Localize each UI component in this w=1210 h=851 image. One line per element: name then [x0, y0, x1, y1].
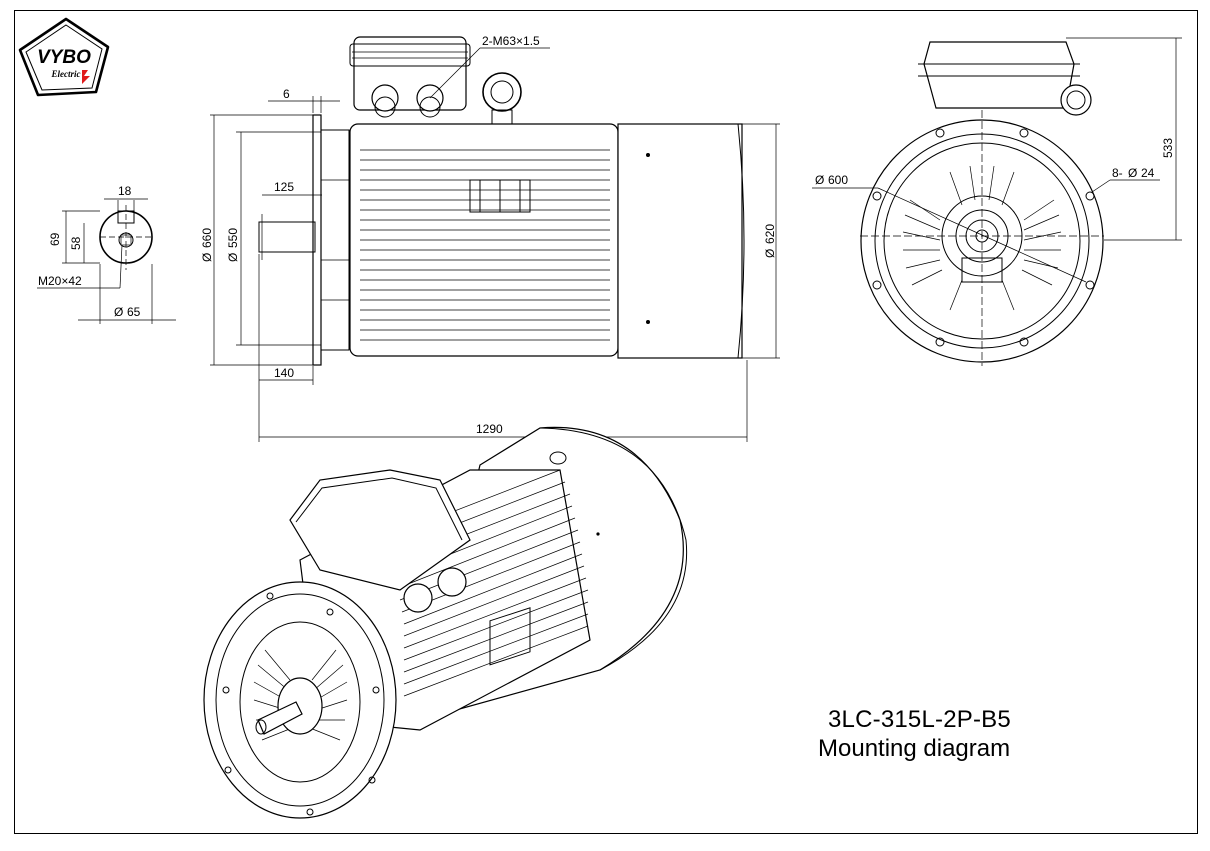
flange-thickness-label: 6: [283, 87, 290, 101]
shaft-end-section: 18 69 58 M20×42 Ø 65: [37, 184, 176, 324]
bolt-circle-label: 600: [828, 173, 848, 187]
logo-subtext: Electric: [51, 69, 81, 79]
lightning-icon: [82, 70, 90, 84]
bolt-hole-dia-symbol: Ø: [1128, 166, 1137, 180]
terminal-height-label: 533: [1161, 138, 1175, 158]
shaft-center-height-label: 58: [69, 236, 83, 250]
key-width-label: 18: [118, 184, 132, 198]
shaft-depth-label: 125: [274, 180, 294, 194]
shaft-dia-symbol: Ø: [114, 305, 123, 319]
shaft-diameter-label: 65: [127, 305, 141, 319]
bolt-circle-dia-symbol: Ø: [815, 173, 824, 187]
brand-logo: VYBO Electric: [18, 17, 110, 97]
body-diameter-label: 620: [763, 224, 777, 244]
spigot-diameter-label: 550: [226, 228, 240, 248]
body-dia-symbol: Ø: [763, 249, 777, 258]
thread-label: M20×42: [38, 274, 82, 288]
side-view: 2-M63×1.5: [200, 34, 780, 442]
bolt-holes-count-label: 8-: [1112, 166, 1123, 180]
bolt-holes: [872, 128, 1095, 347]
spigot-dia-symbol: Ø: [226, 253, 240, 262]
flange-diameter-label: 660: [200, 228, 214, 248]
logo-text: VYBO: [37, 47, 91, 68]
title-block: 3LC-315L-2P-B5 Mounting diagram: [814, 706, 1084, 764]
bolt-hole-diameter-label: 24: [1141, 166, 1155, 180]
isometric-view: [203, 426, 688, 819]
end-view: Ø 600 8- Ø 24 533: [812, 37, 1182, 366]
drawing-frame: [14, 10, 1198, 834]
total-length-label: 1290: [476, 422, 503, 436]
flange-dia-symbol: Ø: [200, 253, 214, 262]
shaft-length-label: 140: [274, 366, 294, 380]
model-title: 3LC-315L-2P-B5: [828, 706, 1011, 733]
shaft-key-height-label: 69: [48, 232, 62, 246]
gland-label: 2-M63×1.5: [482, 34, 540, 48]
diagram-subtitle: Mounting diagram: [818, 735, 1011, 762]
